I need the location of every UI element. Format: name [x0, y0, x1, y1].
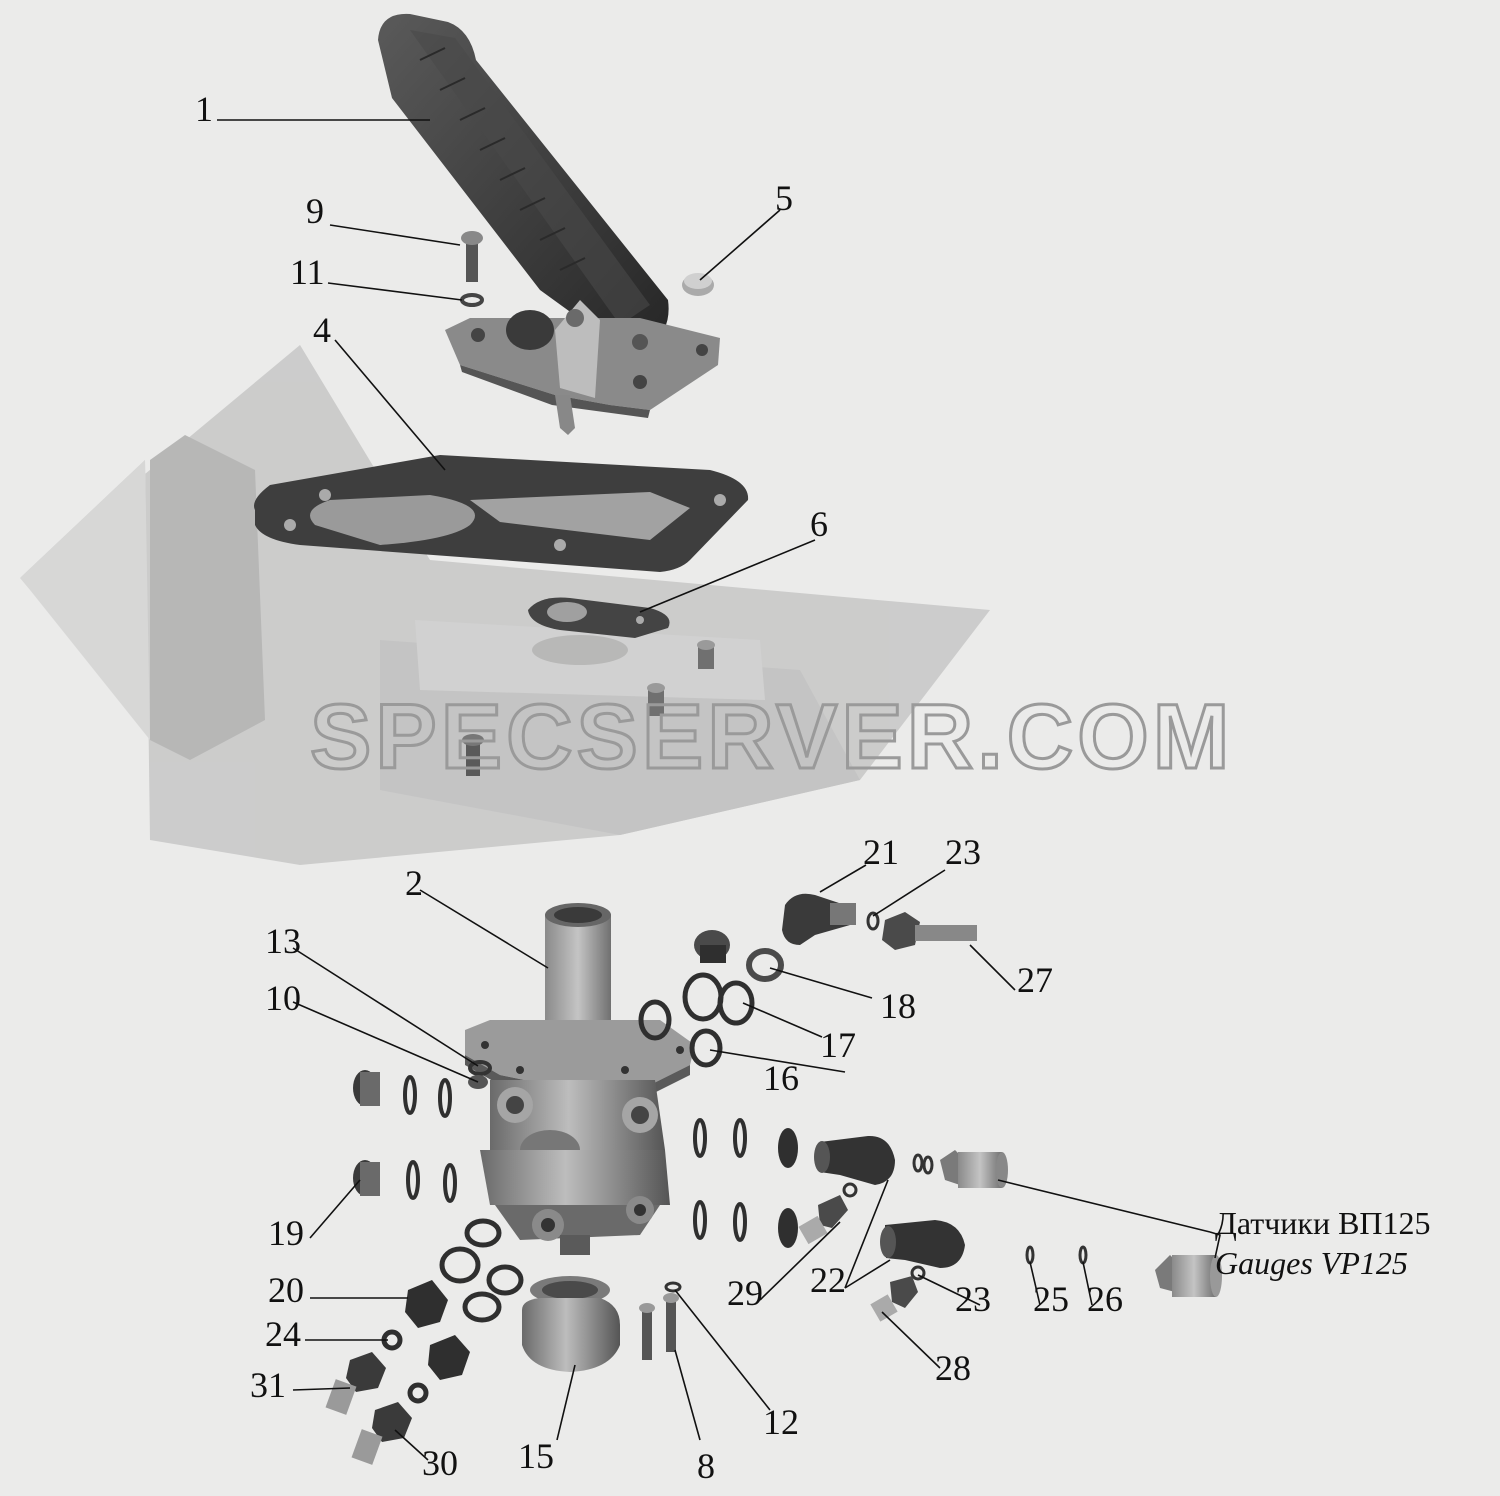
callout-22: 22	[810, 1260, 846, 1300]
callout-30: 30	[422, 1443, 458, 1483]
callout-16: 16	[763, 1058, 799, 1098]
nut-18	[746, 948, 784, 982]
callout-11: 11	[290, 252, 325, 292]
fittings-20	[405, 1280, 470, 1380]
leader-lines	[217, 119, 1221, 1461]
gasket-4	[254, 455, 749, 572]
watermark: SPECSERVER.COM	[310, 686, 1233, 788]
floor-panel	[20, 345, 990, 865]
callout-6: 6	[810, 504, 828, 544]
o-rings-right	[693, 1118, 747, 1242]
o-rings-lower-left	[381, 1218, 524, 1404]
callout-5: 5	[775, 178, 793, 218]
bolt-9	[461, 231, 483, 282]
floor-bolts	[462, 640, 715, 776]
callout-23-top: 23	[945, 832, 981, 872]
callout-13: 13	[265, 921, 301, 961]
callout-12: 12	[763, 1402, 799, 1442]
callout-21: 21	[863, 832, 899, 872]
callout-1: 1	[195, 89, 213, 129]
washer-11	[460, 293, 484, 307]
fitting-28	[870, 1276, 918, 1322]
rings-16-17	[638, 972, 755, 1068]
small-rings	[842, 1153, 934, 1281]
callout-numbers: 1 2 4 5 6 8 9 10 11 12 13 15 16 17 18 19…	[195, 89, 1123, 1486]
angle-fitting-21	[782, 893, 856, 945]
washer-12	[664, 1281, 682, 1293]
brake-valve-body-2	[465, 903, 695, 1255]
callout-2: 2	[405, 863, 423, 903]
callout-10: 10	[265, 978, 301, 1018]
bolt-27	[882, 912, 977, 950]
callout-24: 24	[265, 1314, 301, 1354]
fitting-29	[798, 1195, 848, 1245]
gauge-vp125-upper	[940, 1150, 1008, 1188]
callout-4: 4	[313, 310, 331, 350]
callout-26: 26	[1087, 1279, 1123, 1319]
nuts-right	[778, 1128, 798, 1248]
callout-18: 18	[880, 986, 916, 1026]
callout-8: 8	[697, 1446, 715, 1486]
caption-english: Gauges VP125	[1215, 1245, 1408, 1281]
cap-15	[522, 1276, 620, 1372]
callout-29: 29	[727, 1273, 763, 1313]
callout-27: 27	[1017, 960, 1053, 1000]
callout-23-bottom: 23	[955, 1279, 991, 1319]
callout-28: 28	[935, 1348, 971, 1388]
o-rings-25-26	[1025, 1245, 1088, 1265]
gasket-6	[528, 597, 670, 638]
plugs-19	[353, 1070, 380, 1196]
caption-russian: Датчики ВП125	[1215, 1205, 1431, 1241]
bolts-8	[639, 1293, 679, 1360]
callout-20: 20	[268, 1270, 304, 1310]
fittings-30-31	[325, 1352, 412, 1465]
nut-5	[682, 273, 714, 296]
gauge-vp125-lower	[1155, 1255, 1222, 1297]
callout-25: 25	[1033, 1279, 1069, 1319]
o-ring-23a	[866, 911, 880, 931]
callout-15: 15	[518, 1436, 554, 1476]
callout-19: 19	[268, 1213, 304, 1253]
washer-13	[468, 1060, 492, 1076]
pedal-assembly	[378, 13, 720, 435]
angle-fittings-22	[814, 1135, 965, 1268]
callout-17: 17	[820, 1025, 856, 1065]
callout-31: 31	[250, 1365, 286, 1405]
o-rings-left	[403, 1075, 457, 1203]
plug-top	[694, 930, 730, 963]
callout-9: 9	[306, 191, 324, 231]
